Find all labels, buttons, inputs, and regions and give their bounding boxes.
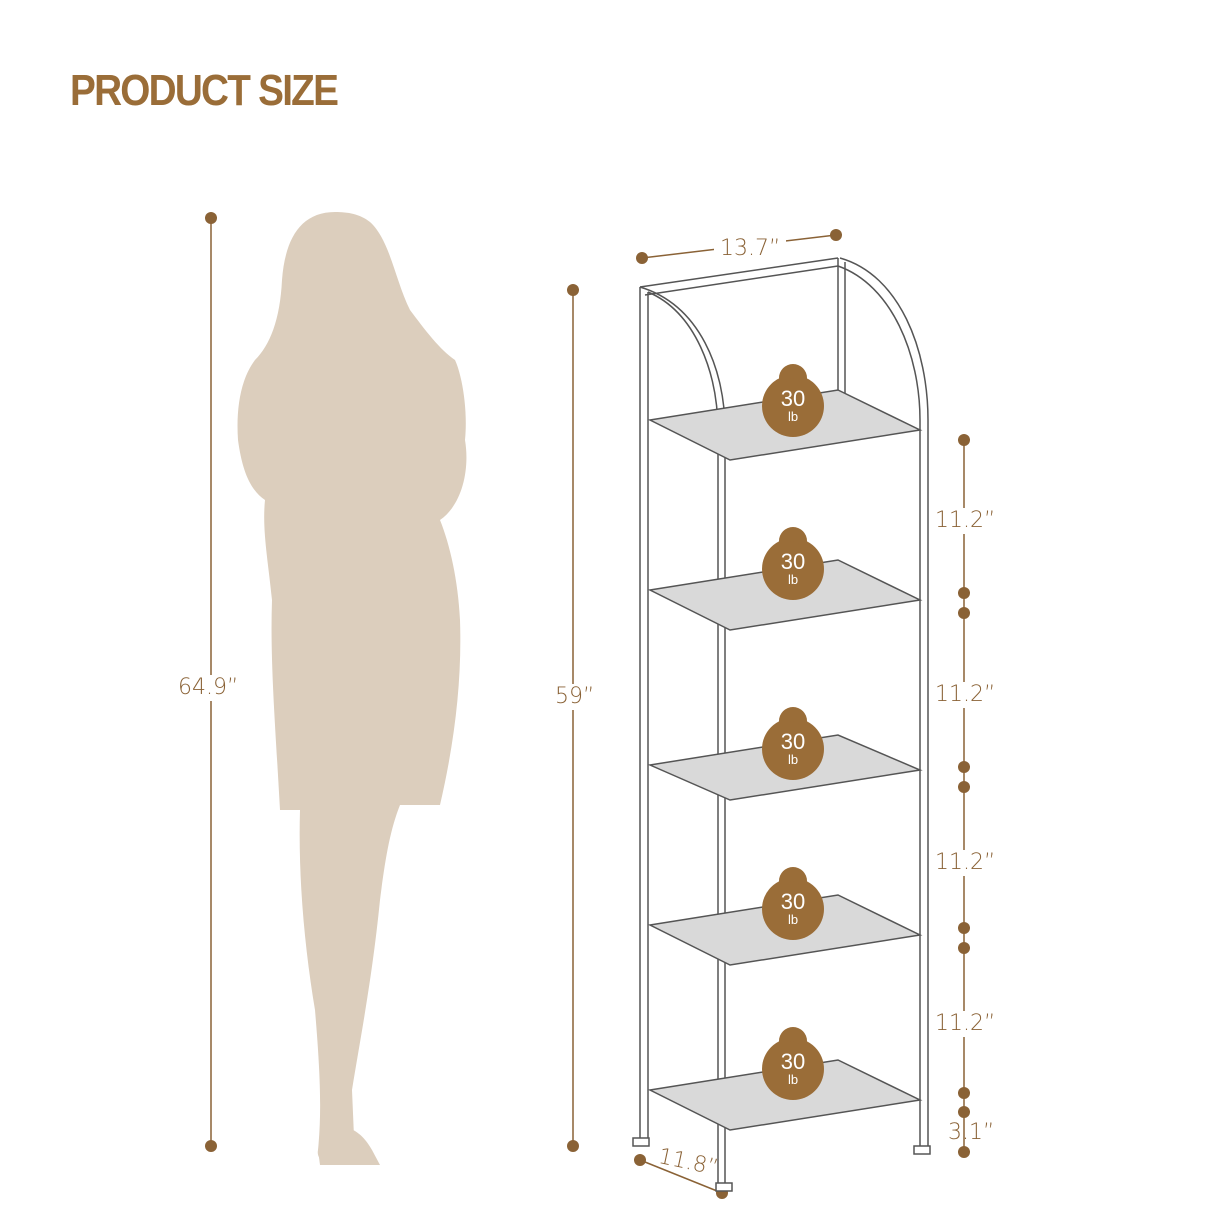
floor-clearance-label: 3.1” — [948, 1120, 995, 1145]
weight-badges — [762, 364, 824, 1100]
tier-spacing-dimension — [958, 434, 970, 1158]
badge-value: 30 — [780, 729, 806, 754]
weight-badge-3: 30 lb — [773, 729, 813, 767]
badge-value: 30 — [780, 386, 806, 411]
tier-spacing-label-3: 11.2” — [935, 850, 996, 876]
weight-badge-4: 30 lb — [773, 889, 813, 927]
person-height-label: 64.9” — [178, 675, 239, 701]
woman-silhouette-icon — [237, 212, 467, 1165]
badge-value: 30 — [780, 549, 806, 574]
weight-badge-2: 30 lb — [773, 549, 813, 587]
badge-unit: lb — [787, 1072, 799, 1087]
badge-unit: lb — [787, 752, 799, 767]
badge-unit: lb — [787, 572, 799, 587]
page-title: PRODUCT SIZE — [70, 66, 339, 115]
tier-spacing-label-1: 11.2” — [935, 508, 996, 534]
tier-spacing-label-4: 11.2” — [935, 1011, 996, 1037]
tier-spacing-label-2: 11.2” — [935, 682, 996, 708]
badge-unit: lb — [787, 912, 799, 927]
badge-value: 30 — [780, 1049, 806, 1074]
weight-badge-1: 30 lb — [773, 386, 813, 424]
unit-height-label: 59” — [555, 684, 595, 710]
weight-badge-5: 30 lb — [773, 1049, 813, 1087]
unit-height-dimension — [567, 284, 579, 1152]
width-label: 13.7” — [714, 236, 787, 262]
badge-unit: lb — [787, 409, 799, 424]
badge-value: 30 — [780, 889, 806, 914]
